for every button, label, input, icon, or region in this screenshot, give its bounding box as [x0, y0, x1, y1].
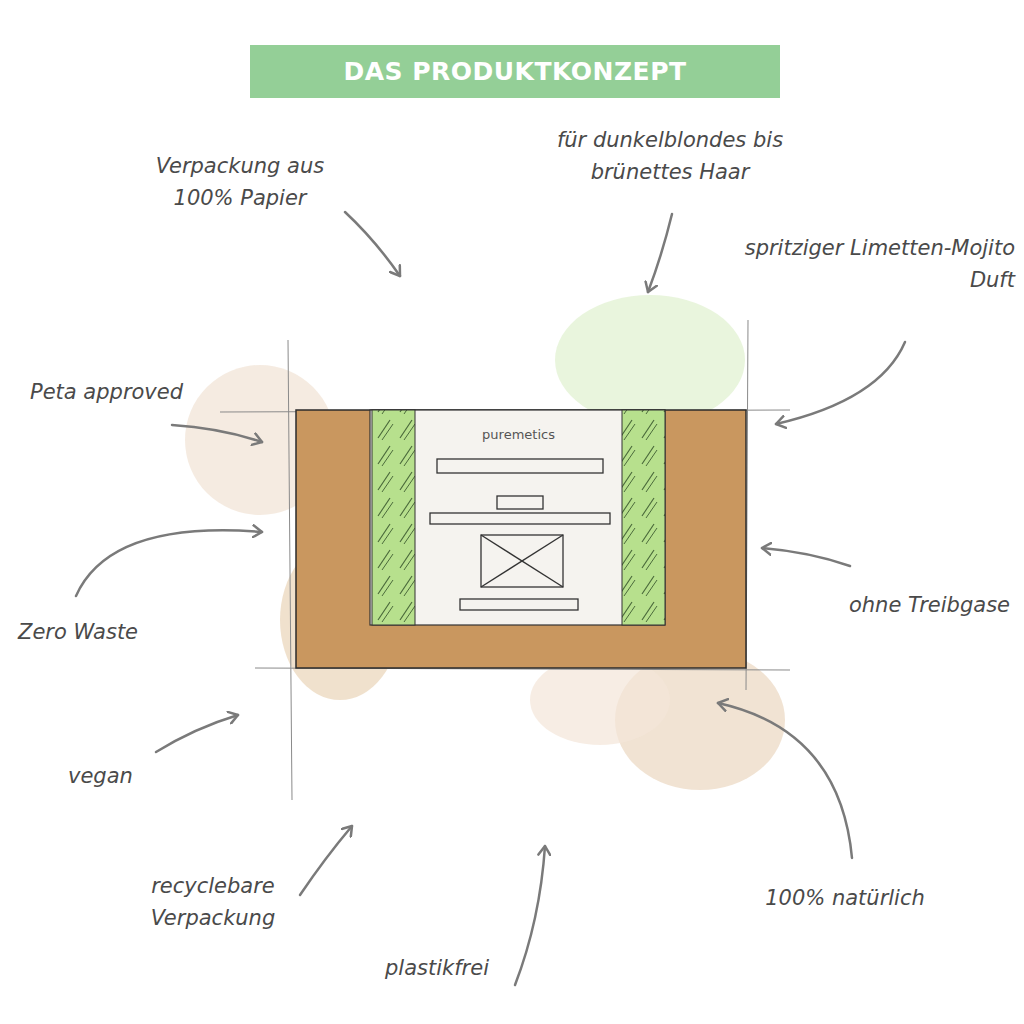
callout-label: spritziger Limetten-Mojito Duft — [725, 232, 1015, 296]
callout-label: recyclebare Verpackung — [128, 870, 298, 934]
callout-label: 100% natürlich — [730, 882, 960, 914]
brand-name: puremetics — [415, 427, 622, 442]
kraft-box — [296, 410, 746, 668]
paper-band-label: puremetics — [415, 410, 622, 456]
callout-label: plastikfrei — [362, 952, 512, 984]
callout-label: für dunkelblondes bis brünettes Haar — [535, 124, 805, 188]
watercolor-wash — [185, 295, 785, 790]
layout-placeholders — [430, 459, 610, 610]
callout-label: ohne Treibgase — [790, 589, 1010, 621]
box-outline — [296, 410, 746, 668]
green-strip — [622, 410, 665, 625]
callout-label: Zero Waste — [18, 616, 218, 648]
title-bar: DAS PRODUKTKONZEPT — [250, 45, 780, 98]
guide-lines — [220, 320, 790, 800]
leader-arrows — [76, 212, 905, 985]
callout-label: Peta approved — [30, 376, 230, 408]
callout-label: vegan — [68, 760, 188, 792]
callout-label: Verpackung aus 100% Papier — [140, 150, 340, 214]
title: DAS PRODUKTKONZEPT — [343, 57, 686, 86]
green-strip — [372, 410, 415, 625]
paper-band — [370, 410, 665, 625]
